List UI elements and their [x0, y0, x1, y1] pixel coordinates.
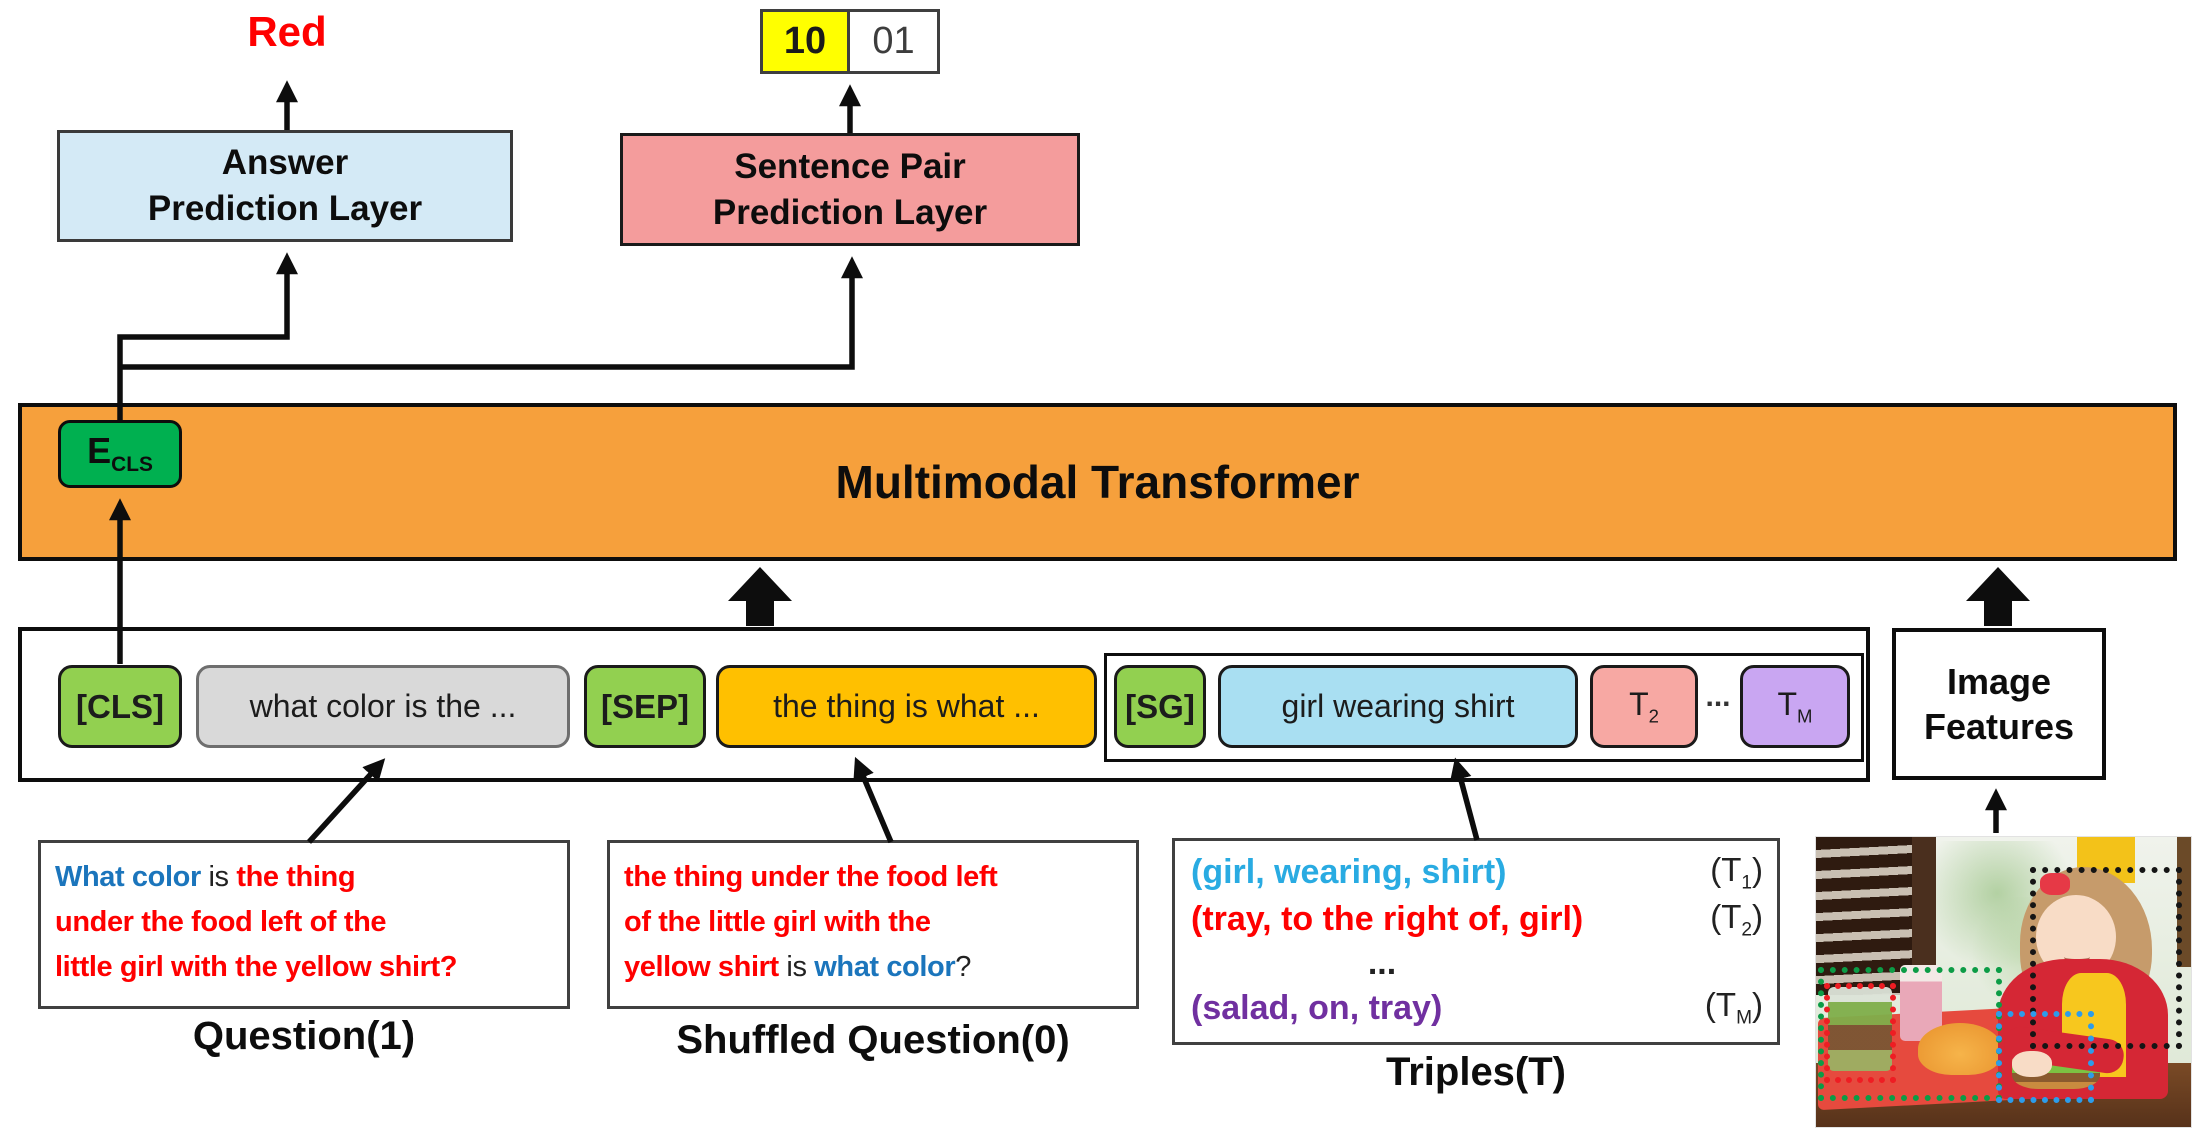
t2-label: T2 [1629, 685, 1659, 727]
triples-label: Triples(T) [1385, 1050, 1567, 1094]
triple-text: ... [1367, 944, 1397, 983]
photo-window-frame [1912, 837, 1936, 987]
question-segment: of the little girl with the [624, 906, 931, 938]
triple-text: (salad, on, tray) [1191, 988, 1443, 1027]
question-segment: little girl with the yellow shirt? [55, 951, 458, 983]
connector-ecls-to-sentence-layer [120, 256, 863, 370]
answer-prediction-layer-box: Answer Prediction Layer [57, 130, 513, 242]
question-segment: yellow shirt [624, 951, 787, 983]
question-segment: is [786, 951, 815, 983]
shuffled-question-label: Shuffled Question(0) [676, 1018, 1070, 1062]
predicted-answer-text: Red [247, 8, 327, 55]
sg-token: [SG] [1114, 665, 1206, 748]
triple-index-tag: (TM) [1704, 986, 1763, 1029]
triple1-token: girl wearing shirt [1218, 665, 1578, 748]
question-segment: What color [55, 861, 209, 893]
photo-girl-hand [2012, 1051, 2052, 1077]
thick-arrow-image-to-transformer [1966, 567, 2030, 626]
triple-row: (girl, wearing, shirt) (T1) [1191, 851, 1763, 895]
answer-layer-line1: Answer [221, 143, 349, 182]
bounding-box-burger [1996, 1011, 2094, 1103]
shuffled-question-text-box: the thing under the food left of the litt… [607, 840, 1139, 1009]
bounding-box-girl [2030, 867, 2182, 1049]
ecls-embedding-box: ECLS [58, 420, 182, 488]
thick-arrow-tokens-to-transformer [728, 567, 792, 626]
sep-token: [SEP] [584, 665, 706, 748]
triple2-token: T2 [1590, 665, 1698, 748]
pair-label-negative: 01 [847, 9, 940, 74]
scene-photo [1815, 836, 2192, 1128]
question-text-box: What color is the thing under the food le… [38, 840, 570, 1009]
photo-girl-hair-bow [2040, 873, 2070, 895]
ecls-label: ECLS [87, 430, 153, 477]
triple-index-tag: (T2) [1710, 897, 1763, 941]
photo-salad-cup [1828, 987, 1892, 1071]
token-ellipsis: ... [1705, 680, 1731, 713]
question-segment: under the food left of the [55, 906, 387, 938]
sentence-pair-prediction-layer-box: Sentence Pair Prediction Layer [620, 133, 1080, 246]
tm-label: TM [1777, 685, 1813, 727]
image-features-box: Image Features [1892, 628, 2106, 780]
pair-label-positive: 10 [760, 9, 850, 74]
tripleM-token: TM [1740, 665, 1850, 748]
input-sequence-container [18, 627, 1870, 782]
shuffled-question-token: the thing is what ... [716, 665, 1097, 748]
triple-text: (tray, to the right of, girl) [1191, 899, 1584, 938]
scene-graph-group-container [1104, 653, 1864, 762]
question-token: what color is the ... [196, 665, 570, 748]
triple-row: ... [1191, 944, 1763, 983]
question-segment: what color [814, 951, 956, 983]
triple-text: (girl, wearing, shirt) [1191, 853, 1507, 892]
bounding-box-salad [1824, 983, 1896, 1083]
question-label: Question(1) [192, 1014, 416, 1058]
question-segment: ? [955, 951, 971, 983]
connector-ecls-to-answer-layer [117, 252, 298, 420]
photo-fries [1918, 1023, 2002, 1075]
question-segment: is [208, 861, 237, 893]
cls-token: [CLS] [58, 665, 182, 748]
triple-row: (salad, on, tray) (TM) [1191, 986, 1763, 1030]
triple-index-tag: (T1) [1710, 851, 1763, 894]
question-segment: the thing under the food left [624, 861, 998, 893]
multimodal-transformer-bar: Multimodal Transformer [18, 403, 2177, 561]
answer-layer-line2: Prediction Layer [147, 189, 423, 228]
image-features-line2: Features [1923, 706, 2075, 747]
transformer-title: Multimodal Transformer [835, 456, 1360, 508]
triples-box: (girl, wearing, shirt)(T1)(tray, to the … [1172, 838, 1780, 1045]
sentence-layer-line2: Prediction Layer [712, 192, 988, 232]
sentence-layer-line1: Sentence Pair [734, 146, 966, 186]
triple-row: (tray, to the right of, girl) (T2) [1191, 898, 1763, 942]
image-features-line1: Image [1946, 661, 2052, 702]
question-segment: the thing [236, 861, 356, 893]
